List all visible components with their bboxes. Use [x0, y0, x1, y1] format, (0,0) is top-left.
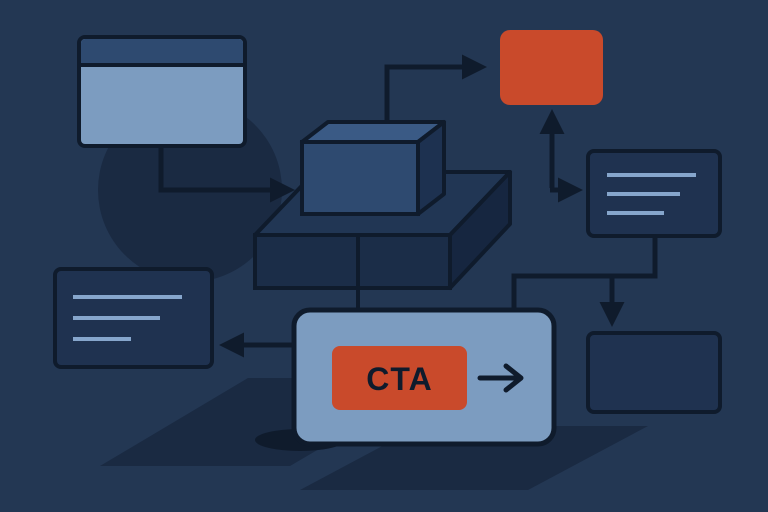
arrow-right-icon [477, 363, 524, 393]
connector-window-to-cube [158, 146, 295, 203]
empty-box [586, 331, 722, 414]
accent-block [500, 30, 603, 105]
connector-panel-to-cta [511, 236, 658, 310]
platform-front [253, 233, 452, 290]
connector-cube-to-orange [384, 54, 487, 144]
cta-button[interactable]: CTA [332, 346, 467, 410]
cta-label: CTA [366, 361, 432, 397]
cube-front [300, 140, 420, 216]
floor-shadow-right [300, 426, 648, 490]
window-titlebar [81, 39, 243, 64]
cta-button-bg [332, 346, 467, 410]
